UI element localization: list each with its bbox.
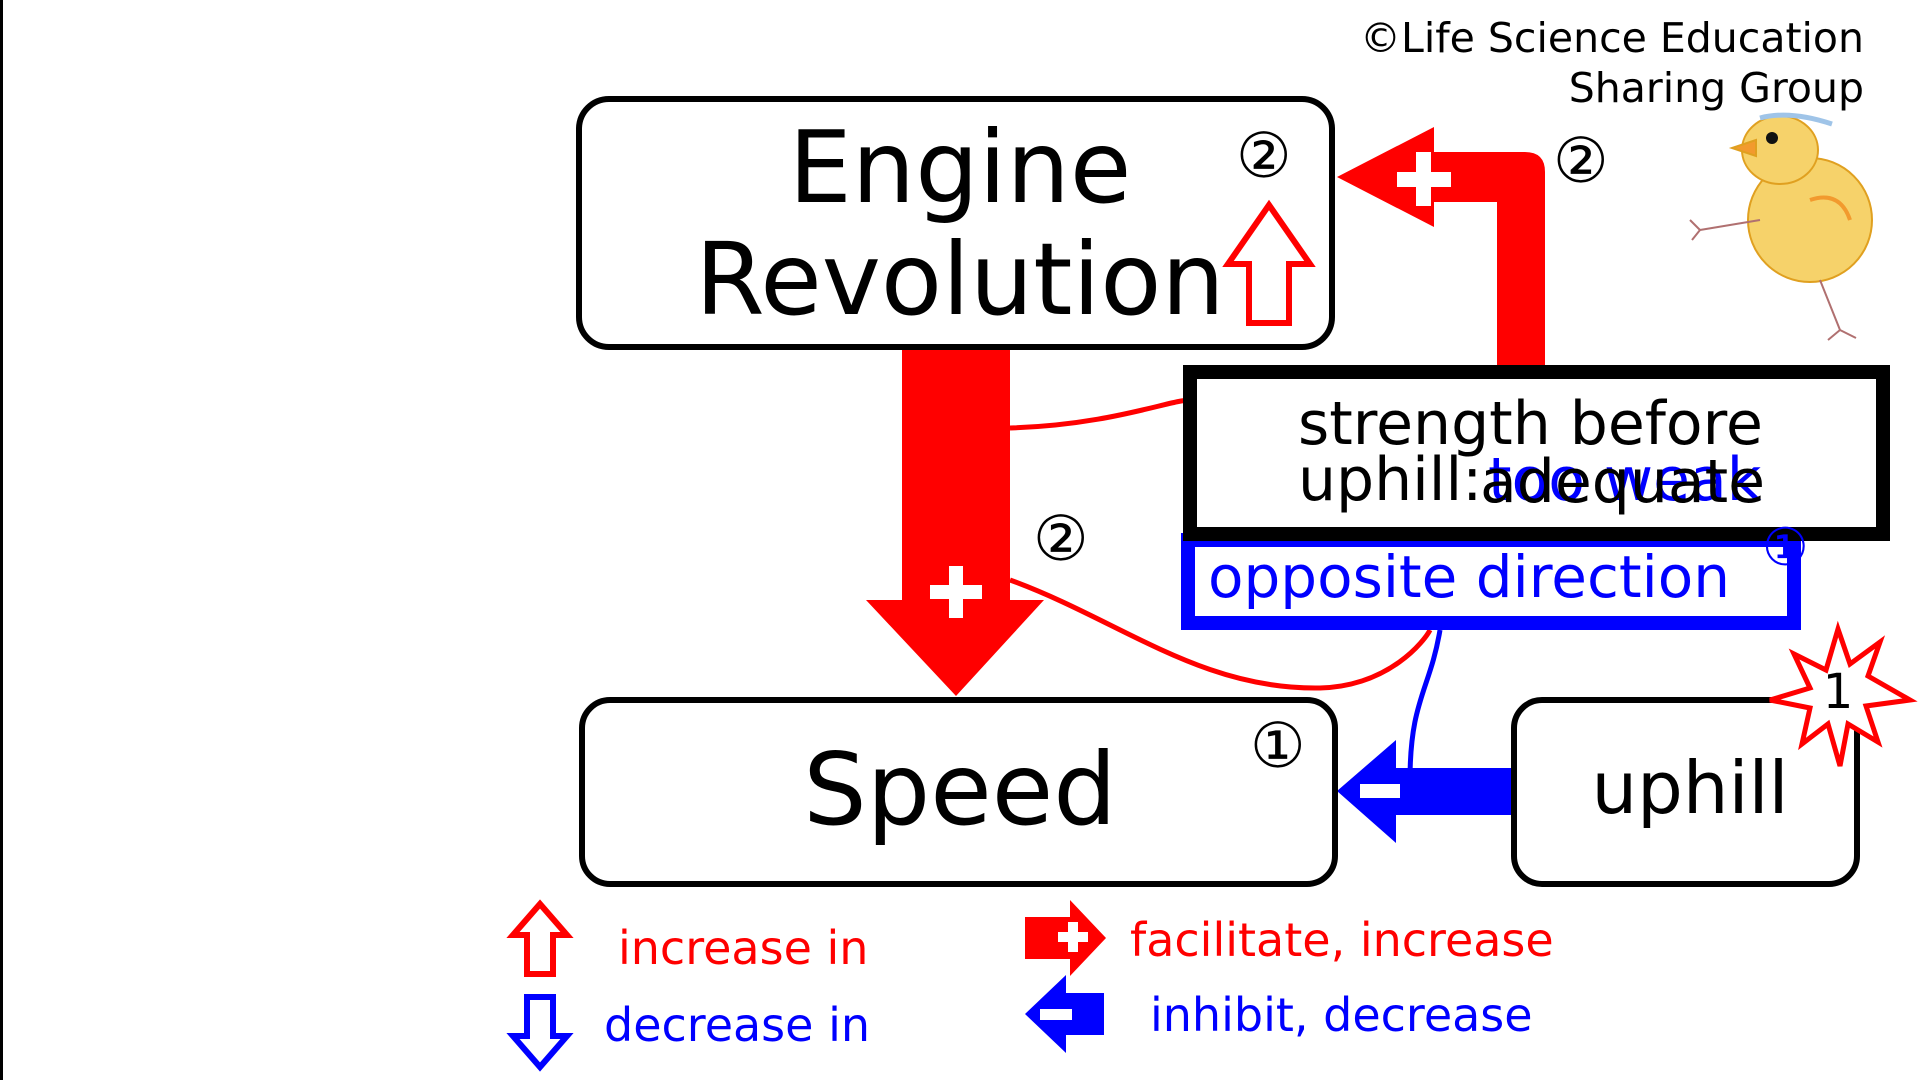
opposite-direction-box bbox=[1181, 533, 1801, 630]
condition-box bbox=[1183, 365, 1890, 541]
legend-decrease-label: decrease in bbox=[604, 998, 871, 1052]
inhibit-arrow-uphill-to-speed bbox=[1337, 740, 1515, 843]
legend-inhibit-label: inhibit, decrease bbox=[1150, 988, 1533, 1042]
facilitate-arrow-engine-to-speed bbox=[866, 350, 1044, 696]
red-link-curve-bottom bbox=[1009, 577, 1433, 691]
speed-badge: ① bbox=[1250, 709, 1306, 782]
legend-inhibit-icon bbox=[1025, 975, 1104, 1053]
engine-revolution-box bbox=[576, 96, 1335, 350]
legend-facilitate-icon bbox=[1025, 900, 1106, 976]
legend-facilitate-label: facilitate, increase bbox=[1130, 913, 1554, 967]
condition-line1: strength before bbox=[1298, 389, 1763, 459]
opposite-direction-badge: ① bbox=[1762, 518, 1809, 578]
condition-value-too-weak: too weak bbox=[1488, 445, 1762, 515]
chick-illustration bbox=[1689, 112, 1873, 341]
legend-increase-label: increase in bbox=[618, 921, 869, 975]
to-engine-badge: ② bbox=[1553, 124, 1609, 197]
uphill-label: uphill bbox=[1591, 746, 1789, 830]
engine-to-speed-badge: ② bbox=[1033, 502, 1089, 575]
engine-badge: ② bbox=[1236, 119, 1292, 192]
burst-number: 1 bbox=[1822, 664, 1854, 720]
copyright-line2: Sharing Group bbox=[1568, 64, 1864, 112]
legend-decrease-icon bbox=[506, 994, 574, 1072]
condition-value-adequate: adequate bbox=[1480, 447, 1766, 517]
condition-line2-prefix: uphill: bbox=[1298, 445, 1483, 515]
opposite-direction-label: opposite direction bbox=[1208, 543, 1730, 611]
legend-increase-icon bbox=[506, 899, 574, 977]
red-link-curve-top bbox=[1009, 397, 1191, 431]
increase-arrow-icon bbox=[1222, 199, 1316, 326]
burst-star-icon bbox=[1769, 620, 1918, 767]
blue-link-curve bbox=[1407, 629, 1443, 781]
speed-box bbox=[579, 697, 1338, 887]
uphill-box bbox=[1511, 697, 1860, 887]
engine-label-line1: Engine bbox=[788, 109, 1132, 226]
facilitate-arrow-to-engine bbox=[1337, 127, 1545, 370]
speed-label: Speed bbox=[803, 731, 1117, 848]
copyright-line1: ©Life Science Education bbox=[1359, 14, 1864, 62]
engine-label-line2: Revolution bbox=[695, 221, 1225, 338]
